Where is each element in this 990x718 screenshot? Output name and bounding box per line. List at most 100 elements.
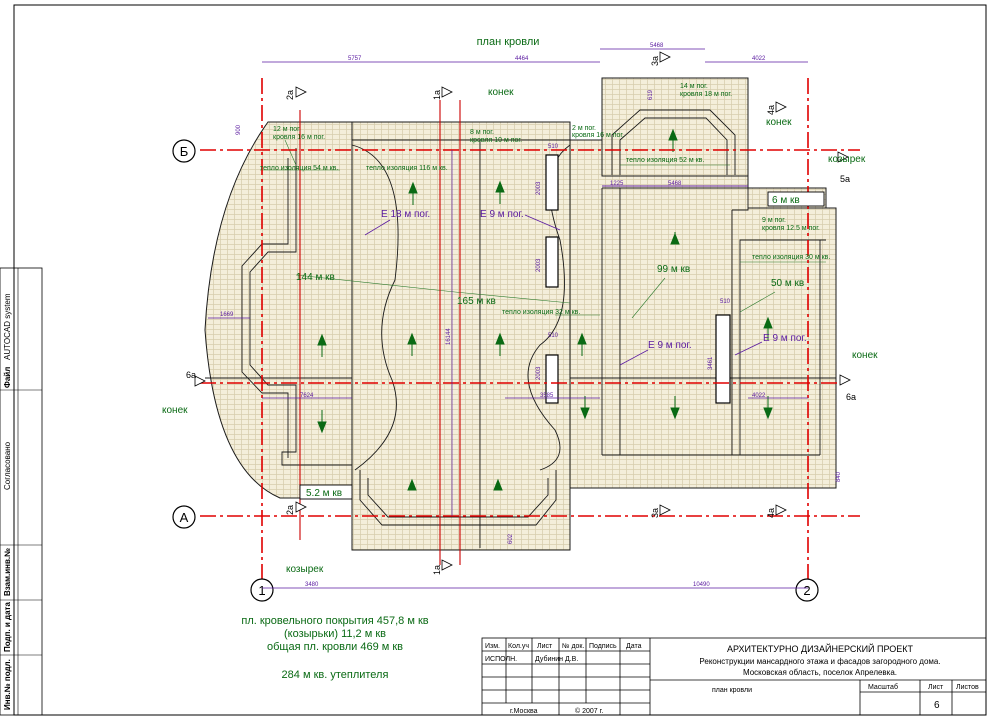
sec-3a-bot: 3а — [650, 508, 660, 518]
dim-5468-top: 5468 — [650, 43, 664, 49]
label-ridge-right: конек — [852, 350, 878, 361]
dim-2003-b: 2003 — [536, 258, 542, 272]
sec-6a-right: 6а — [846, 392, 856, 402]
sec-2a-bot: 2а — [285, 505, 295, 515]
sec-4a-bot: 4а — [766, 508, 776, 518]
sec-1a-bot: 1а — [432, 565, 442, 575]
tb-h-list: Лист — [537, 643, 553, 650]
tb-scale-h: Масштаб — [868, 683, 898, 691]
label-2m: 2 м пог. — [572, 125, 596, 132]
dim-510-b: 510 — [548, 333, 559, 339]
stamp-inv-zam: Взам.инв.№ — [3, 548, 12, 596]
dim-10490: 10490 — [693, 582, 710, 588]
dim-3461: 3461 — [708, 356, 714, 370]
sec-3a-top: 3а — [650, 56, 660, 66]
axis-1-label: 1 — [258, 583, 265, 598]
axis-lines — [200, 78, 860, 580]
axis-b-label: Б — [180, 144, 189, 159]
tb-role: ИСПОЛН. — [485, 656, 517, 663]
label-12-5m: кровля 12.5 м пог. — [762, 225, 820, 232]
label-ridge-right-top: конек — [766, 117, 792, 128]
slope-arrows — [317, 128, 773, 491]
dim-4464: 4464 — [515, 56, 529, 62]
dim-16144: 16144 — [446, 328, 452, 345]
label-canopy-right: козырек — [828, 154, 866, 165]
tb-h-kol: Кол.уч — [508, 643, 529, 650]
tb-h-doc: № док. — [562, 643, 584, 650]
dim-2003-a: 2003 — [536, 181, 542, 195]
label-ins-32: тепло изоляция 32 м кв. — [502, 309, 580, 316]
label-ins-54: тепло изоляция 54 м кв. — [260, 165, 338, 172]
dim-5468-mid: 5468 — [668, 181, 682, 187]
dim-619: 619 — [648, 89, 654, 100]
label-12m: 12 м пог. — [273, 126, 301, 133]
label-ins-116: тепло изоляция 116 м кв. — [366, 165, 448, 172]
dimension-lines — [208, 48, 808, 589]
axis-a-label: А — [180, 510, 189, 525]
tb-h-date: Дата — [626, 643, 642, 650]
label-e9-a: Е 9 м пог. — [480, 209, 524, 220]
dim-510-c: 510 — [720, 299, 731, 305]
tb-author: Дубинин Д.В. — [535, 655, 578, 663]
side-stamp: AUTOCAD system Файл Согласовано Взам.инв… — [0, 267, 43, 716]
dim-510-a: 510 — [548, 144, 559, 150]
stamp-inv-podl: Инв.№ подл. — [3, 659, 12, 710]
label-area-6: 6 м кв — [772, 195, 800, 206]
tb-copyright: © 2007 г. — [575, 707, 603, 715]
tb-h-sign: Подпись — [589, 643, 617, 650]
leader-lines — [260, 139, 826, 319]
label-area-5-2: 5.2 м кв — [306, 488, 342, 499]
label-area-144: 144 м кв — [296, 272, 335, 283]
sec-5a: 5а — [840, 174, 850, 184]
drawing-title: план кровли — [477, 36, 540, 48]
stamp-autocad: AUTOCAD system — [3, 293, 12, 360]
label-8m: 8 м пог. — [470, 129, 494, 136]
sec-1a-top: 1а — [432, 90, 442, 100]
label-14m: 14 м пог. — [680, 83, 708, 90]
label-area-165: 165 м кв — [457, 296, 496, 307]
title-block — [481, 637, 987, 716]
dim-4022-top: 4022 — [752, 56, 766, 62]
dim-2003-c: 2003 — [536, 366, 542, 380]
summary-line-4: 284 м кв. утеплителя — [282, 669, 389, 681]
label-18m: кровля 18 м пог. — [680, 91, 732, 98]
section-cuts — [299, 100, 461, 565]
tb-h-izm: Изм. — [485, 643, 500, 650]
summary-line-2: (козырьки) 11,2 м кв — [284, 628, 386, 640]
axis-bubbles: Б А 1 2 — [172, 139, 819, 602]
sec-4a-top: 4а — [766, 105, 776, 115]
label-16m-b: кровля 16 м пог. — [572, 132, 624, 139]
label-10m: кровля 10 м пог. — [470, 137, 522, 144]
label-16m: кровля 16 м пог. — [273, 134, 325, 141]
label-area-50: 50 м кв — [771, 278, 804, 289]
stamp-sign-date: Подп. и дата — [3, 602, 12, 652]
tb-project-title: АРХИТЕКТУРНО ДИЗАЙНЕРСКИЙ ПРОЕКТ — [727, 643, 914, 654]
tb-sheets-h: Листов — [956, 684, 979, 691]
skylights — [545, 154, 731, 404]
summary-line-3: общая пл. кровли 469 м кв — [267, 641, 403, 653]
tb-sheet-name: план кровли — [712, 687, 752, 694]
axis-2-label: 2 — [803, 583, 810, 598]
tb-sheet-h: Лист — [928, 684, 944, 691]
label-ridge-top: конек — [488, 87, 514, 98]
tb-project-sub: Реконструкции мансардного этажа и фасадо… — [699, 657, 940, 666]
sec-6a-left: 6а — [186, 370, 196, 380]
dim-7624: 7624 — [300, 393, 314, 399]
label-ins-52: тепло изоляция 52 м кв. — [626, 157, 704, 164]
left-wing-roof — [204, 121, 353, 499]
section-markers — [194, 51, 851, 571]
dim-4022-mid: 4022 — [752, 393, 766, 399]
dim-5757: 5757 — [348, 56, 362, 62]
right-main-roof — [569, 139, 837, 489]
right-upper-roof — [601, 77, 749, 177]
tb-city: г.Москва — [510, 708, 538, 715]
dim-3585: 3585 — [540, 393, 554, 399]
stamp-file: Файл — [3, 367, 12, 388]
dim-900: 900 — [236, 124, 242, 135]
sec-2a-top: 2а — [285, 90, 295, 100]
label-9m: 9 м пог. — [762, 217, 786, 224]
label-e9-c: Е 9 м пог. — [763, 333, 807, 344]
label-area-99: 99 м кв — [657, 264, 690, 275]
tb-project-loc: Московская область, поселок Апрелевка. — [743, 668, 897, 677]
